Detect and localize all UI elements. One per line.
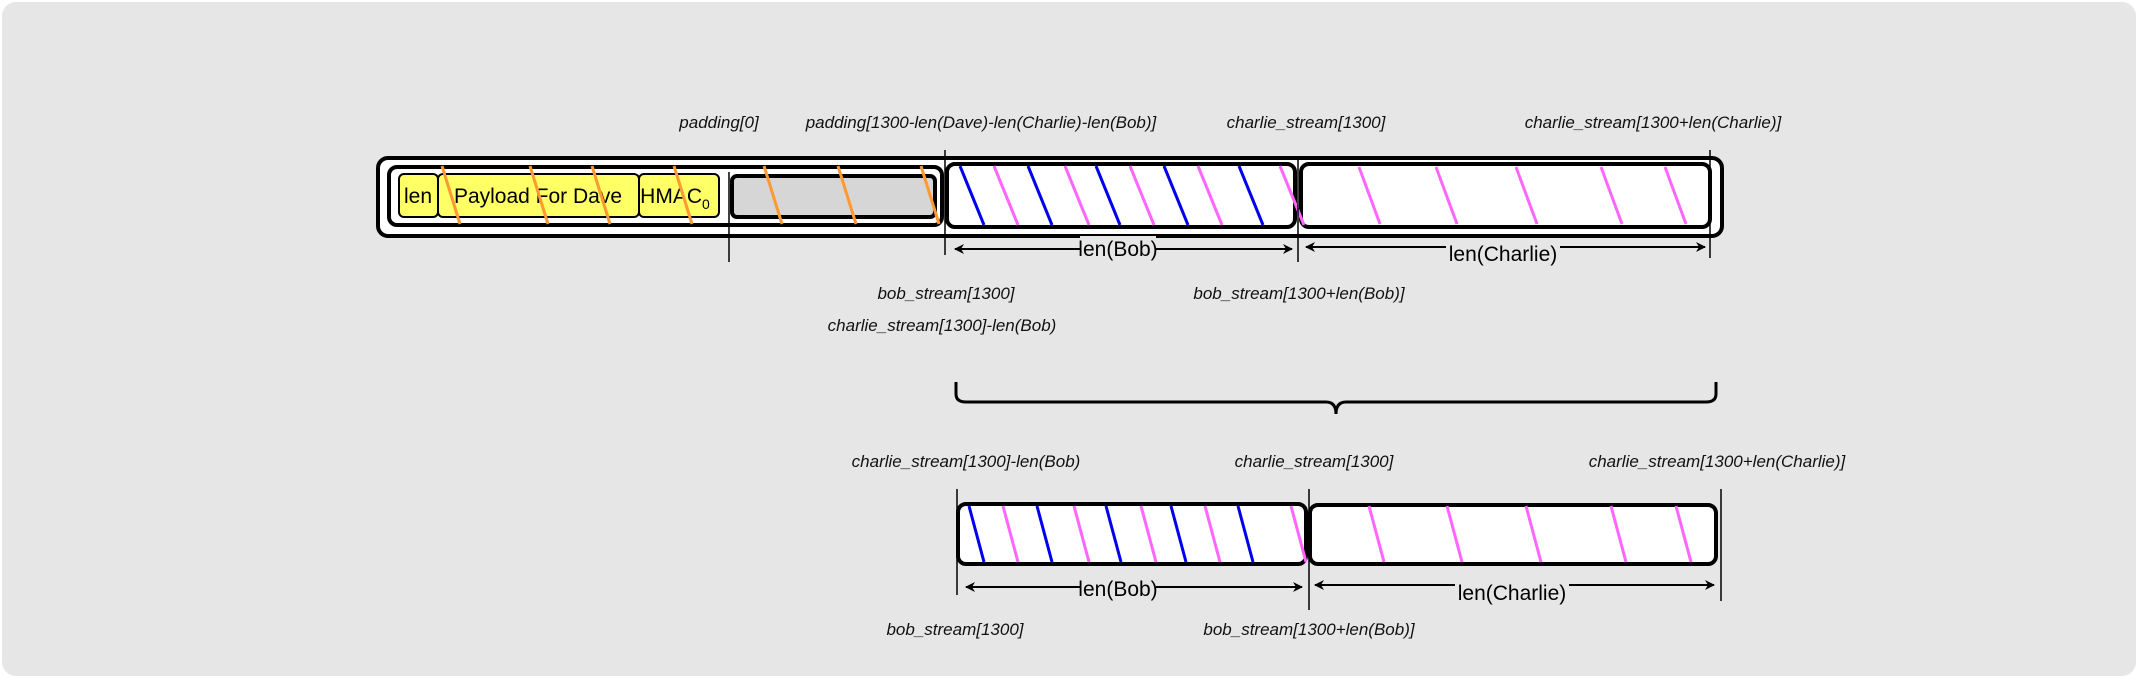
bob-segment-bottom xyxy=(956,502,1308,566)
pink-hatch-line xyxy=(992,165,1020,226)
orange-hatch-line xyxy=(528,165,550,225)
orange-hatch-line xyxy=(590,165,612,225)
label-padding-start: padding[0] xyxy=(678,113,760,132)
orange-hatch-line xyxy=(836,165,858,225)
blue-hatch-line xyxy=(1035,505,1054,563)
blue-hatch-line xyxy=(1237,165,1265,226)
label-charlie-end-top: charlie_stream[1300+len(Charlie)] xyxy=(1525,113,1783,132)
pink-hatch-line xyxy=(1514,166,1539,225)
len-label: len xyxy=(404,185,432,208)
label-charlie-minus-bob-top: charlie_stream[1300]-len(Bob) xyxy=(828,316,1057,335)
len-bob-label-top: len(Bob) xyxy=(1078,238,1157,261)
pink-hatch-line xyxy=(1524,505,1543,563)
pink-hatch-line xyxy=(1289,505,1308,563)
label-bob-start-top: bob_stream[1300] xyxy=(877,284,1015,303)
pink-hatch-line xyxy=(1001,505,1020,563)
hatch-lines-top xyxy=(440,165,1688,226)
padding-cell xyxy=(730,174,937,219)
hatch-lines-bottom xyxy=(967,505,1693,563)
blue-hatch-line xyxy=(1094,165,1122,226)
pink-hatch-line xyxy=(1072,505,1091,563)
pink-hatch-line xyxy=(1609,505,1628,563)
label-charlie-minus-bob-bottom: charlie_stream[1300]-len(Bob) xyxy=(852,452,1081,471)
blue-hatch-line xyxy=(1026,165,1054,226)
blue-hatch-line xyxy=(958,165,986,226)
curly-brace xyxy=(954,382,1718,415)
orange-hatch-line xyxy=(440,165,462,225)
label-charlie-start-top: charlie_stream[1300] xyxy=(1227,113,1387,132)
hmac-cell xyxy=(638,173,720,218)
len-bob-label-bottom: len(Bob) xyxy=(1078,578,1157,601)
label-charlie-end-bottom: charlie_stream[1300+len(Charlie)] xyxy=(1589,452,1847,471)
pink-hatch-line xyxy=(1663,166,1688,225)
pink-hatch-line xyxy=(1128,165,1156,226)
label-padding-end: padding[1300-len(Dave)-len(Charlie)-len(… xyxy=(805,113,1158,132)
pink-hatch-line xyxy=(1434,166,1459,225)
label-charlie-start-bottom: charlie_stream[1300] xyxy=(1235,452,1395,471)
label-bob-start-bottom: bob_stream[1300] xyxy=(886,620,1024,639)
label-bob-end-top: bob_stream[1300+len(Bob)] xyxy=(1193,284,1405,303)
blue-hatch-line xyxy=(1236,505,1255,563)
pink-hatch-line xyxy=(1674,505,1693,563)
len-charlie-label-bottom: len(Charlie) xyxy=(1458,582,1567,605)
label-bob-end-bottom: bob_stream[1300+len(Bob)] xyxy=(1203,620,1415,639)
pink-hatch-line xyxy=(1367,505,1386,563)
orange-hatch-line xyxy=(762,165,784,225)
orange-hatch-line xyxy=(672,165,694,225)
pink-hatch-line xyxy=(1357,166,1382,225)
pink-hatch-line xyxy=(1599,166,1624,225)
pink-hatch-line xyxy=(1445,505,1464,563)
blue-hatch-line xyxy=(967,505,986,563)
len-charlie-label-top: len(Charlie) xyxy=(1449,243,1558,266)
blue-hatch-line xyxy=(1104,505,1123,563)
pink-hatch-line xyxy=(1203,505,1222,563)
orange-hatch-line xyxy=(919,165,941,225)
pink-hatch-line xyxy=(1063,165,1091,226)
blue-hatch-line xyxy=(1162,165,1190,226)
pink-hatch-line xyxy=(1196,165,1224,226)
pink-hatch-line xyxy=(1139,505,1158,563)
pink-hatch-line xyxy=(1278,165,1306,226)
blue-hatch-line xyxy=(1169,505,1188,563)
hmac-label: HMAC0 xyxy=(640,185,710,212)
